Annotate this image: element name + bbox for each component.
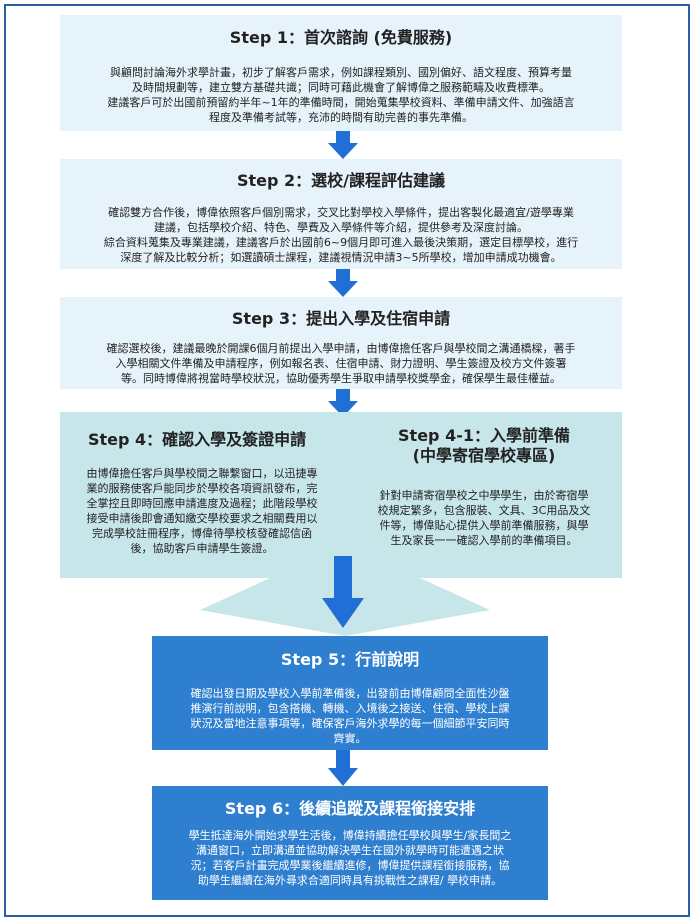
- step-4-1-line: 校規定繁多，包含服裝、文具、3C用品及文: [377, 504, 591, 517]
- step-2-text: 確認雙方合作後，博偉依照客戶個別需求，交叉比對學校入學條件，提出客製化最適宜/遊…: [70, 205, 612, 265]
- step-2-line: 綜合資料蒐集及專業建議，建議客戶於出國前6~9個月即可進入最後決策期，選定目標學…: [103, 236, 579, 249]
- step-6-title: Step 6：後續追蹤及課程銜接安排: [224, 799, 476, 818]
- step-5-title: Step 5：行前說明: [280, 650, 420, 669]
- step-1-line: 建議客戶可於出國前預留約半年~1年的準備時間，開始蒐集學校資料、準備申請文件、加…: [107, 96, 575, 109]
- step-2-line: 深度了解及比較分析；如選讀碩士課程，建議視情況申請3~5所學校，增加申請成功機會…: [120, 251, 562, 264]
- step-5-text: 確認出發日期及學校入學前準備後，出發前由博偉顧問全面性沙盤 推演行前說明，包含搭…: [160, 686, 540, 746]
- step-2-line: 建議，包括學校介紹、特色、學費及入學條件等介紹，提供參考及深度討論。: [154, 221, 528, 234]
- step-5-line: 齊實。: [333, 732, 367, 745]
- step-5-line: 推演行前說明，包含搭機、轉機、入境後之接送、住宿、學校上課: [190, 702, 510, 715]
- step-2-title: Step 2：選校/課程評估建議: [236, 171, 446, 190]
- step-4-panel: Step 4：確認入學及簽證申請 由博偉擔任客戶與學校間之聯繫窗口，以迅捷專 業…: [60, 412, 622, 578]
- step-5-line: 狀況及當地注意事項等，確保客戶海外求學的每一個細節平安同時: [190, 717, 510, 730]
- step-6-box: Step 6：後續追蹤及課程銜接安排 學生抵達海外開始求學生活後，博偉持續擔任學…: [152, 786, 548, 900]
- down-arrow-4: [322, 556, 364, 628]
- down-arrow-3: [328, 389, 358, 417]
- step-6-line: 助學生繼續在海外尋求合適同時具有挑戰性之課程/ 學校申請。: [197, 874, 503, 887]
- step-4-title: Step 4：確認入學及簽證申請: [88, 430, 307, 449]
- step-4-line: 全掌控且即時回應申請進度及過程；此階段學校: [86, 497, 318, 510]
- step-3-line: 入學相關文件準備及申請程序，例如報名表、住宿申請、財力證明、學生簽證及校方文件簽…: [115, 357, 567, 370]
- down-arrow-2: [328, 269, 358, 297]
- step-6-text: 學生抵達海外開始求學生活後，博偉持續擔任學校與學生/家長間之 溝通窗口，立即溝通…: [160, 828, 540, 888]
- step-4-line: 由博偉擔任客戶與學校間之聯繫窗口，以迅捷專: [86, 467, 318, 480]
- step-4-text: 由博偉擔任客戶與學校間之聯繫窗口，以迅捷專 業的服務使客戶能同步於學校各項資訊發…: [64, 466, 340, 556]
- step-1-line: 程度及準備考試等，充沛的時間有助完善的事先準備。: [209, 111, 473, 124]
- step-1-title: Step 1：首次諮詢 (免費服務): [229, 28, 453, 47]
- step-5-line: 確認出發日期及學校入學前準備後，出發前由博偉顧問全面性沙盤: [190, 687, 510, 700]
- step-4-line: 業的服務使客戶能同步於學校各項資訊發布，完: [86, 482, 318, 495]
- step-4-1-line: 針對申請寄宿學校之中學學生，由於寄宿學: [379, 489, 589, 502]
- step-4-line: 完成學校註冊程序，博偉待學校核發確認信函: [92, 527, 312, 540]
- step-2-box: Step 2：選校/課程評估建議 確認雙方合作後，博偉依照客戶個別需求，交叉比對…: [60, 159, 622, 269]
- step-1-text: 與顧問討論海外求學計畫，初步了解客戶需求，例如課程類別、國別偏好、語文程度、預算…: [70, 65, 612, 125]
- step-4-1-line: 生及家長一一確認入學前的準備項目。: [390, 534, 578, 547]
- step-4-1-title: Step 4-1：入學前準備 (中學寄宿學校專區): [350, 426, 618, 466]
- step-3-text: 確認選校後，建議最晚於開課6個月前提出入學申請，由博偉擔任客戶與學校間之溝通橋樑…: [70, 341, 612, 386]
- step-4-1-text: 針對申請寄宿學校之中學學生，由於寄宿學 校規定繁多，包含服裝、文具、3C用品及文…: [350, 488, 618, 548]
- step-4-1-line: 件等，博偉貼心提供入學前準備服務，與學: [379, 519, 589, 532]
- step-3-box: Step 3：提出入學及住宿申請 確認選校後，建議最晚於開課6個月前提出入學申請…: [60, 297, 622, 389]
- step-2-line: 確認雙方合作後，博偉依照客戶個別需求，交叉比對學校入學條件，提出客製化最適宜/遊…: [108, 206, 574, 219]
- step-4-line: 後，協助客戶申請學生簽證。: [130, 542, 274, 555]
- step-1-box: Step 1：首次諮詢 (免費服務) 與顧問討論海外求學計畫，初步了解客戶需求，…: [60, 15, 622, 131]
- down-arrow-5: [328, 750, 358, 786]
- step-4-1-title-line: Step 4-1：入學前準備: [398, 426, 570, 445]
- step-5-box: Step 5：行前說明 確認出發日期及學校入學前準備後，出發前由博偉顧問全面性沙…: [152, 636, 548, 750]
- step-4-line: 接受申請後即會通知繳交學校要求之相關費用以: [86, 512, 318, 525]
- step-6-line: 學生抵達海外開始求學生活後，博偉持續擔任學校與學生/家長間之: [188, 829, 512, 842]
- step-3-title: Step 3：提出入學及住宿申請: [231, 309, 451, 328]
- step-4-1-title-line: (中學寄宿學校專區): [412, 446, 556, 465]
- step-6-line: 況；若客戶計畫完成學業後繼續進修，博偉提供課程銜接服務，協: [190, 859, 510, 872]
- down-arrow-1: [328, 131, 358, 159]
- step-1-line: 及時間規劃等，建立雙方基礎共識；同時可藉此機會了解博偉之服務範疇及收費標準。: [132, 81, 550, 94]
- step-6-line: 溝通窗口，立即溝通並協助解決學生在國外就學時可能遭遇之狀: [196, 844, 504, 857]
- step-1-line: 與顧問討論海外求學計畫，初步了解客戶需求，例如課程類別、國別偏好、語文程度、預算…: [110, 66, 572, 79]
- step-3-line: 等。同時博偉將視當時學校狀況，協助優秀學生爭取申請學校獎學金，確保學生最佳權益。: [121, 372, 561, 385]
- step-3-line: 確認選校後，建議最晚於開課6個月前提出入學申請，由博偉擔任客戶與學校間之溝通橋樑…: [106, 342, 576, 355]
